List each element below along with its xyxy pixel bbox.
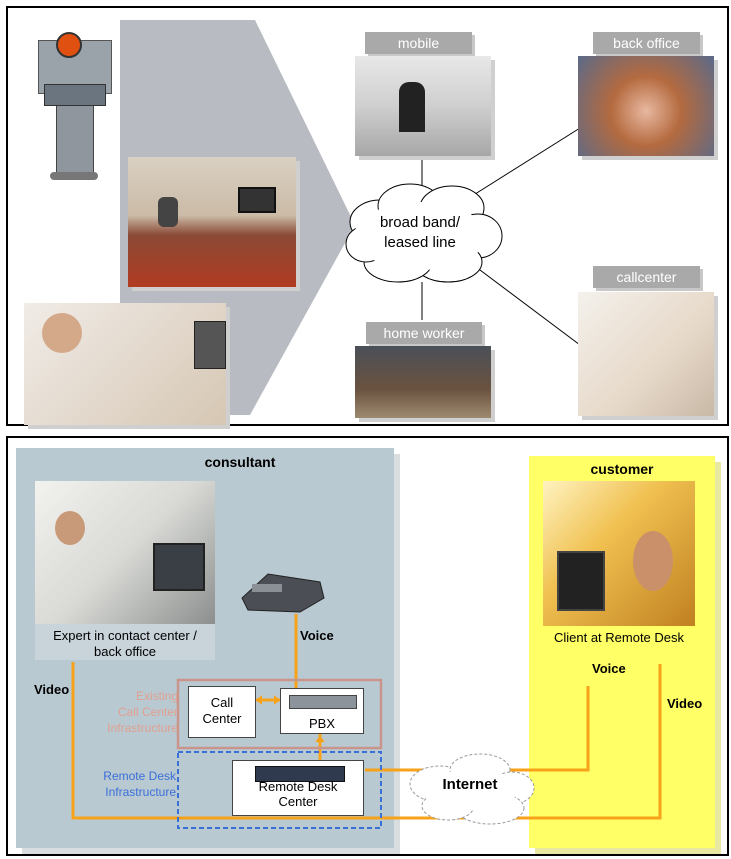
callcenter-photo (578, 292, 714, 416)
video-label-right: Video (667, 696, 703, 711)
remote-desk-device (255, 766, 345, 782)
tag-mobile: mobile (365, 32, 472, 54)
expert-caption-bg (35, 624, 215, 660)
video-label-left: Video (34, 682, 70, 697)
customer-title: customer (590, 461, 654, 477)
expert-photo (35, 481, 215, 624)
mother-baby-photo (24, 303, 226, 425)
client-photo (543, 481, 695, 626)
client-caption: Client at Remote Desk (553, 630, 685, 645)
consultant-title: consultant (204, 454, 276, 470)
home-worker-photo (355, 346, 491, 418)
line-callcenter (471, 263, 581, 346)
call-center-label: Call Center (202, 695, 242, 726)
pbx-device (289, 695, 357, 709)
tag-callcenter: callcenter (593, 266, 700, 288)
remote-infra-box (177, 751, 382, 829)
pbx-box (280, 688, 364, 734)
kiosk-image (34, 24, 114, 184)
tag-home-worker: home worker (366, 322, 482, 344)
cloud-label: broad band/ leased line (379, 214, 461, 251)
mobile-photo (355, 56, 491, 156)
existing-infra-box (176, 678, 383, 750)
remote-desk-center-box (232, 760, 364, 816)
meeting-room-photo (128, 157, 296, 287)
call-center-box (188, 686, 256, 738)
remote-infra-label: Remote Desk Infrastructure (103, 769, 176, 799)
video-line (71, 662, 662, 820)
back-office-photo (578, 56, 714, 156)
internet-label: Internet (442, 776, 498, 793)
desk-phone-image (241, 573, 325, 613)
remote-desk-center-label: Remote Desk Center (258, 779, 338, 809)
line-back-office (471, 127, 581, 197)
tag-back-office: back office (593, 32, 700, 54)
voice-label-right: Voice (592, 661, 626, 676)
voice-label-left: Voice (300, 628, 334, 643)
expert-caption: Expert in contact center / back office (53, 628, 197, 659)
pbx-label: PBX (308, 716, 335, 731)
existing-infra-label: Existing Call Center Infrastructure (107, 689, 178, 735)
